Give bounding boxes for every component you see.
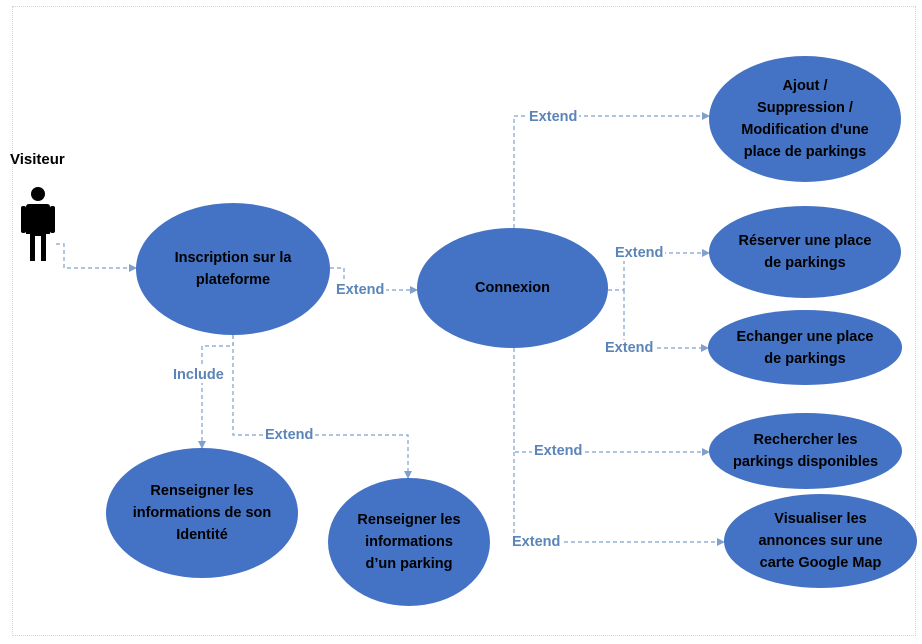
connector-actor-inscription: [56, 243, 137, 272]
actor-label: Visiteur: [10, 151, 65, 168]
relation-label-connexion-ajout: Extend: [527, 109, 580, 125]
usecase-identite-label: Renseigner les informations de son Ident…: [132, 483, 272, 543]
relation-label-connexion-reserver: Extend: [613, 245, 666, 261]
usecase-rechercher-label: Rechercher les parkings disponibles: [732, 432, 879, 470]
diagram-frame: [12, 6, 916, 636]
usecase-reserver[interactable]: Réserver une place de parkings: [709, 206, 901, 298]
connector-connexion-reserver: [608, 249, 710, 291]
usecase-renseigner-identite[interactable]: Renseigner les informations de son Ident…: [106, 448, 298, 578]
usecase-echanger-label: Echanger une place de parkings: [736, 328, 874, 367]
person-icon: [21, 187, 55, 261]
usecase-parking-label: Renseigner les informations d’un parking: [357, 512, 461, 572]
usecase-rechercher[interactable]: Rechercher les parkings disponibles: [709, 413, 902, 489]
usecase-visualiser[interactable]: Visualiser les annonces sur une carte Go…: [724, 494, 917, 588]
usecase-connexion[interactable]: Connexion: [417, 228, 608, 348]
connector-connexion-ajout: [513, 112, 710, 228]
relation-label-inscription-identite: Include: [171, 367, 226, 383]
usecase-inscription-label: Inscription sur la plateforme: [174, 250, 292, 288]
relation-label-connexion-visualiser: Extend: [510, 534, 563, 550]
relation-label-connexion-echanger: Extend: [603, 340, 656, 356]
usecase-ajout-label: Ajout / Suppression / Modification d'une…: [741, 78, 869, 160]
usecase-connexion-label: Connexion: [475, 280, 550, 296]
usecase-ajout-suppression-modification[interactable]: Ajout / Suppression / Modification d'une…: [709, 56, 901, 182]
usecase-reserver-label: Réserver une place de parkings: [738, 233, 872, 271]
usecase-inscription[interactable]: Inscription sur la plateforme: [136, 203, 330, 335]
relation-label-inscription-connexion: Extend: [334, 282, 387, 298]
connector-inscription-parking: [232, 335, 412, 479]
relation-label-connexion-rechercher: Extend: [532, 443, 585, 459]
connector-connexion-visualiser: [513, 452, 725, 546]
usecase-visualiser-label: Visualiser les annonces sur une carte Go…: [758, 511, 883, 571]
connector-inscription-identite: [198, 335, 234, 449]
usecase-echanger[interactable]: Echanger une place de parkings: [708, 310, 902, 385]
connector-connexion-rechercher: [513, 348, 710, 456]
relation-label-inscription-parking: Extend: [263, 427, 316, 443]
usecase-renseigner-parking[interactable]: Renseigner les informations d’un parking: [328, 478, 490, 606]
